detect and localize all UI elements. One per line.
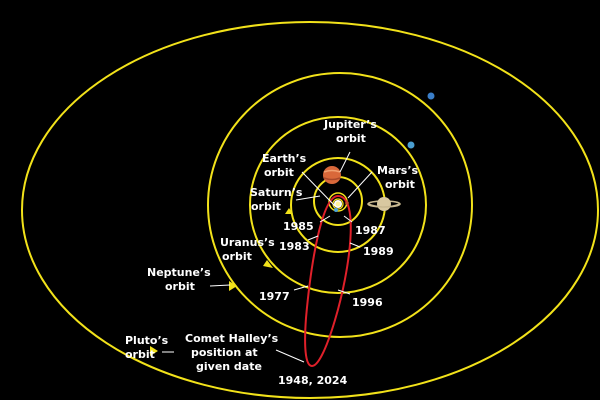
tick-1983 [307,235,319,241]
saturn-planet-icon [367,197,401,211]
saturn-label-line1: Saturn’s [250,186,303,199]
mars-leader [347,171,373,199]
jupiter-label-line1: Jupiter’s [323,118,377,131]
saturn-leader [295,195,321,201]
uranus-label-line2: orbit [222,250,252,263]
comet-halley-orbit [304,194,352,368]
uranus-orbit-arrow [263,260,273,268]
mars-dot [345,201,349,205]
date-label: 1996 [352,296,383,309]
date-label: 1985 [283,220,314,233]
date-label: 1989 [363,245,394,258]
neptune-planet-icon [427,92,435,100]
neptune-orbit-arrow [229,281,237,291]
earth-leader [301,171,336,207]
jupiter-leader [339,151,351,173]
pluto-label-line2: orbit [125,348,155,361]
earth-dot [334,208,338,212]
mars-label-line2: orbit [385,178,415,191]
pluto-orbit [21,21,599,399]
tick-1977 [293,285,309,291]
earth-label-line2: orbit [264,166,294,179]
date-label: 1977 [259,290,290,303]
pluto-label-line1: Pluto’s [125,334,169,347]
neptune-label-line2: orbit [165,280,195,293]
tick-1987 [343,215,353,223]
neptune-orbit [207,72,473,338]
tick-1985 [319,215,331,223]
sun-icon [334,200,342,208]
pluto-orbit-arrow [150,346,158,356]
saturn-orbit-arrow [285,208,293,214]
date-label: 1948, 2024 [278,374,348,387]
comet-label-line1: Comet Halley’s [185,332,279,345]
jupiter-planet-icon [323,166,341,184]
uranus-label-line1: Uranus’s [220,236,275,249]
comet-label-line3: given date [196,360,262,373]
tick-1989 [349,242,361,248]
uranus-orbit [249,116,427,294]
comet-label-line2: position at [191,346,258,359]
comet-leader [275,349,305,363]
saturn-label-line2: orbit [251,200,281,213]
mars-label-line1: Mars’s [377,164,419,177]
neptune-label-line1: Neptune’s [147,266,211,279]
uranus-planet-icon [407,141,415,149]
date-label: 1983 [279,240,310,253]
tick-1996 [337,289,351,295]
neptune-leader [209,284,231,287]
earth-label-line1: Earth’s [262,152,307,165]
date-label: 1987 [355,224,386,237]
jupiter-label-line2: orbit [336,132,366,145]
